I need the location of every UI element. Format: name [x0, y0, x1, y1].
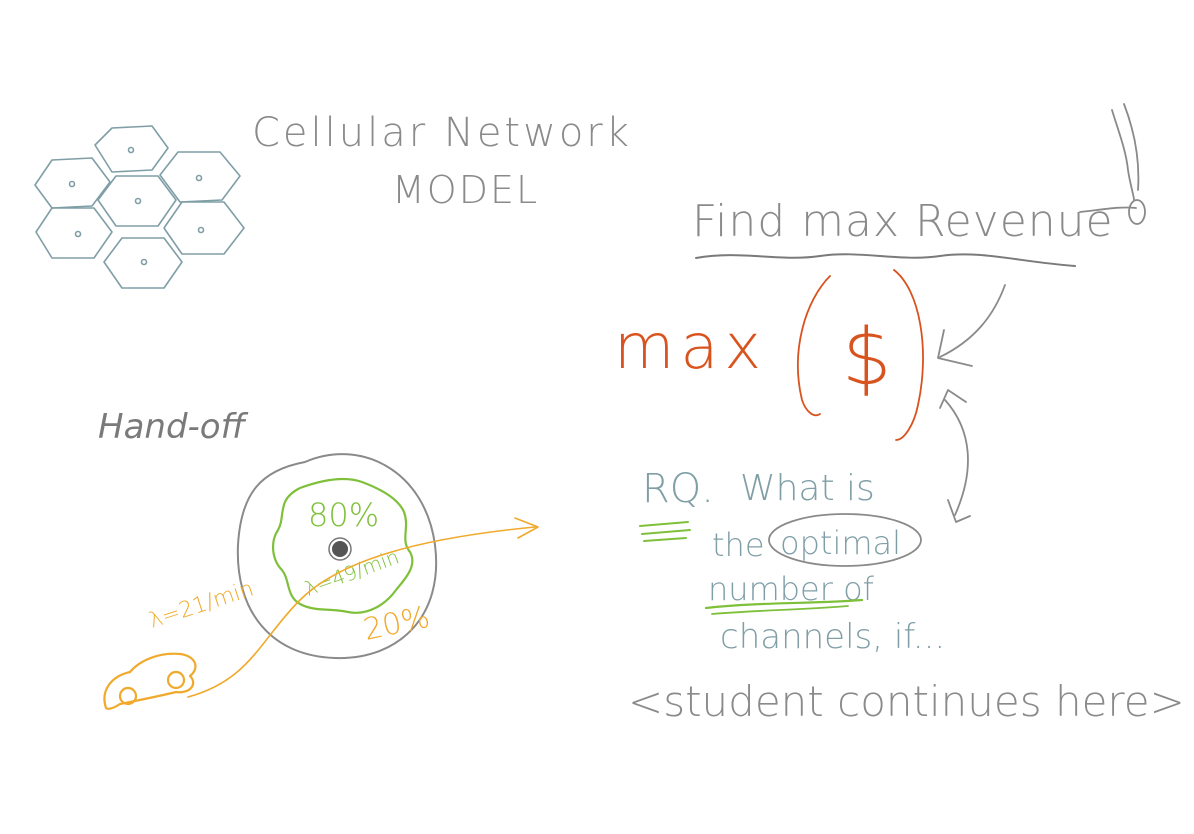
inner-coverage-region [272, 478, 414, 614]
equals-mark [639, 521, 691, 542]
optimal-circle [768, 513, 922, 567]
find-underline [695, 253, 1076, 267]
hook-bracket [1079, 103, 1146, 225]
rq-label: RQ. [642, 466, 714, 512]
hexagon-cell-cluster [34, 125, 245, 289]
base-station-dot [332, 541, 348, 557]
outer-cell-boundary [236, 453, 438, 660]
student-continues-text: <student continues here> [628, 677, 1185, 726]
title-line1: Cellular Network [252, 110, 632, 156]
car-rate-label: λ=21/min [146, 576, 257, 633]
rq-line1: What is [740, 468, 875, 509]
dollar-sign: $ [842, 313, 892, 403]
handoff-trajectory-arrow [187, 517, 539, 698]
double-headed-arrow [939, 389, 971, 523]
handoff-label: Hand-off [98, 407, 249, 447]
car-icon [103, 652, 197, 710]
rq-line2-optimal: optimal [780, 524, 901, 562]
rq-line2-the: the [712, 526, 765, 564]
inner-percent-label: 80% [308, 496, 379, 534]
outer-percent-label: 20% [360, 600, 433, 648]
parentheses [797, 269, 924, 441]
rq-line4: channels, if... [720, 617, 945, 657]
max-text: max [614, 310, 767, 383]
arrow-to-max [937, 284, 1006, 367]
number-underline [704, 598, 864, 610]
title-line2: MODEL [392, 168, 539, 212]
find-max-revenue-text: Find max Revenue [692, 196, 1114, 247]
